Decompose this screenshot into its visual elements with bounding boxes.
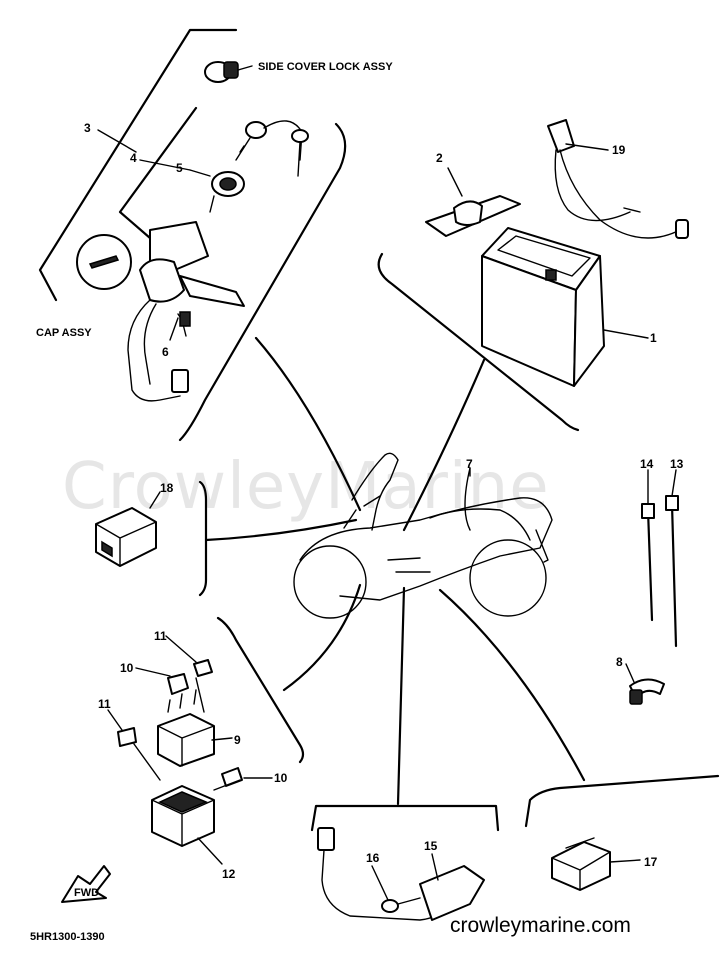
callout-11-left: 11 <box>98 697 111 711</box>
callout-4: 4 <box>130 151 137 165</box>
callout-6: 6 <box>162 345 169 359</box>
leader-lines <box>204 336 586 806</box>
callout-13: 13 <box>670 457 684 471</box>
battery-part <box>481 227 605 387</box>
side-cover-lock-label: SIDE COVER LOCK ASSY <box>258 61 393 73</box>
cap-assy-part <box>76 234 132 290</box>
callout-19: 19 <box>612 143 626 157</box>
svg-text:FWD: FWD <box>74 887 99 899</box>
clamp-part <box>629 678 665 705</box>
key-set-part <box>235 120 309 177</box>
fwd-arrow-icon: FWD <box>61 865 111 903</box>
starter-relay-part <box>133 677 241 791</box>
side-cover-lock-part <box>204 61 253 83</box>
callout-5: 5 <box>176 161 183 175</box>
regulator-part <box>551 837 611 891</box>
cable-bands-part <box>641 495 679 648</box>
callout-14: 14 <box>640 457 654 471</box>
battery-band-part <box>425 195 521 237</box>
battery-lead-part <box>547 119 689 239</box>
fuses-part <box>117 659 243 787</box>
callout-11-top: 11 <box>154 629 167 643</box>
site-url: crowleymarine.com <box>450 914 631 937</box>
relay-cover-part <box>151 785 215 847</box>
callout-18: 18 <box>160 481 174 495</box>
callout-1: 1 <box>650 331 657 345</box>
cap-assy-label: CAP ASSY <box>36 327 92 339</box>
callout-7: 7 <box>466 457 473 471</box>
part-code-label: 5HR1300-1390 <box>30 931 105 943</box>
watermark-text: CrowleyMarine <box>62 450 550 524</box>
callout-9: 9 <box>234 733 241 747</box>
callout-2: 2 <box>436 151 443 165</box>
callout-17: 17 <box>644 855 658 869</box>
callout-16: 16 <box>366 851 380 865</box>
lock-cylinder-part <box>209 171 245 213</box>
flasher-relay-part <box>95 507 157 567</box>
callout-3: 3 <box>84 121 91 135</box>
callout-leaders <box>97 129 677 901</box>
main-switch-part <box>127 221 245 402</box>
motorcycle-outline <box>293 452 553 619</box>
callout-10-right: 10 <box>274 771 288 785</box>
callout-12: 12 <box>222 867 236 881</box>
group-brackets <box>38 28 720 832</box>
callout-8: 8 <box>616 655 623 669</box>
callout-numbers: 3 4 5 6 2 19 1 18 7 14 13 8 11 10 11 9 1… <box>84 121 684 881</box>
callout-10-top: 10 <box>120 661 134 675</box>
callout-15: 15 <box>424 839 438 853</box>
sensor-part <box>317 827 485 921</box>
